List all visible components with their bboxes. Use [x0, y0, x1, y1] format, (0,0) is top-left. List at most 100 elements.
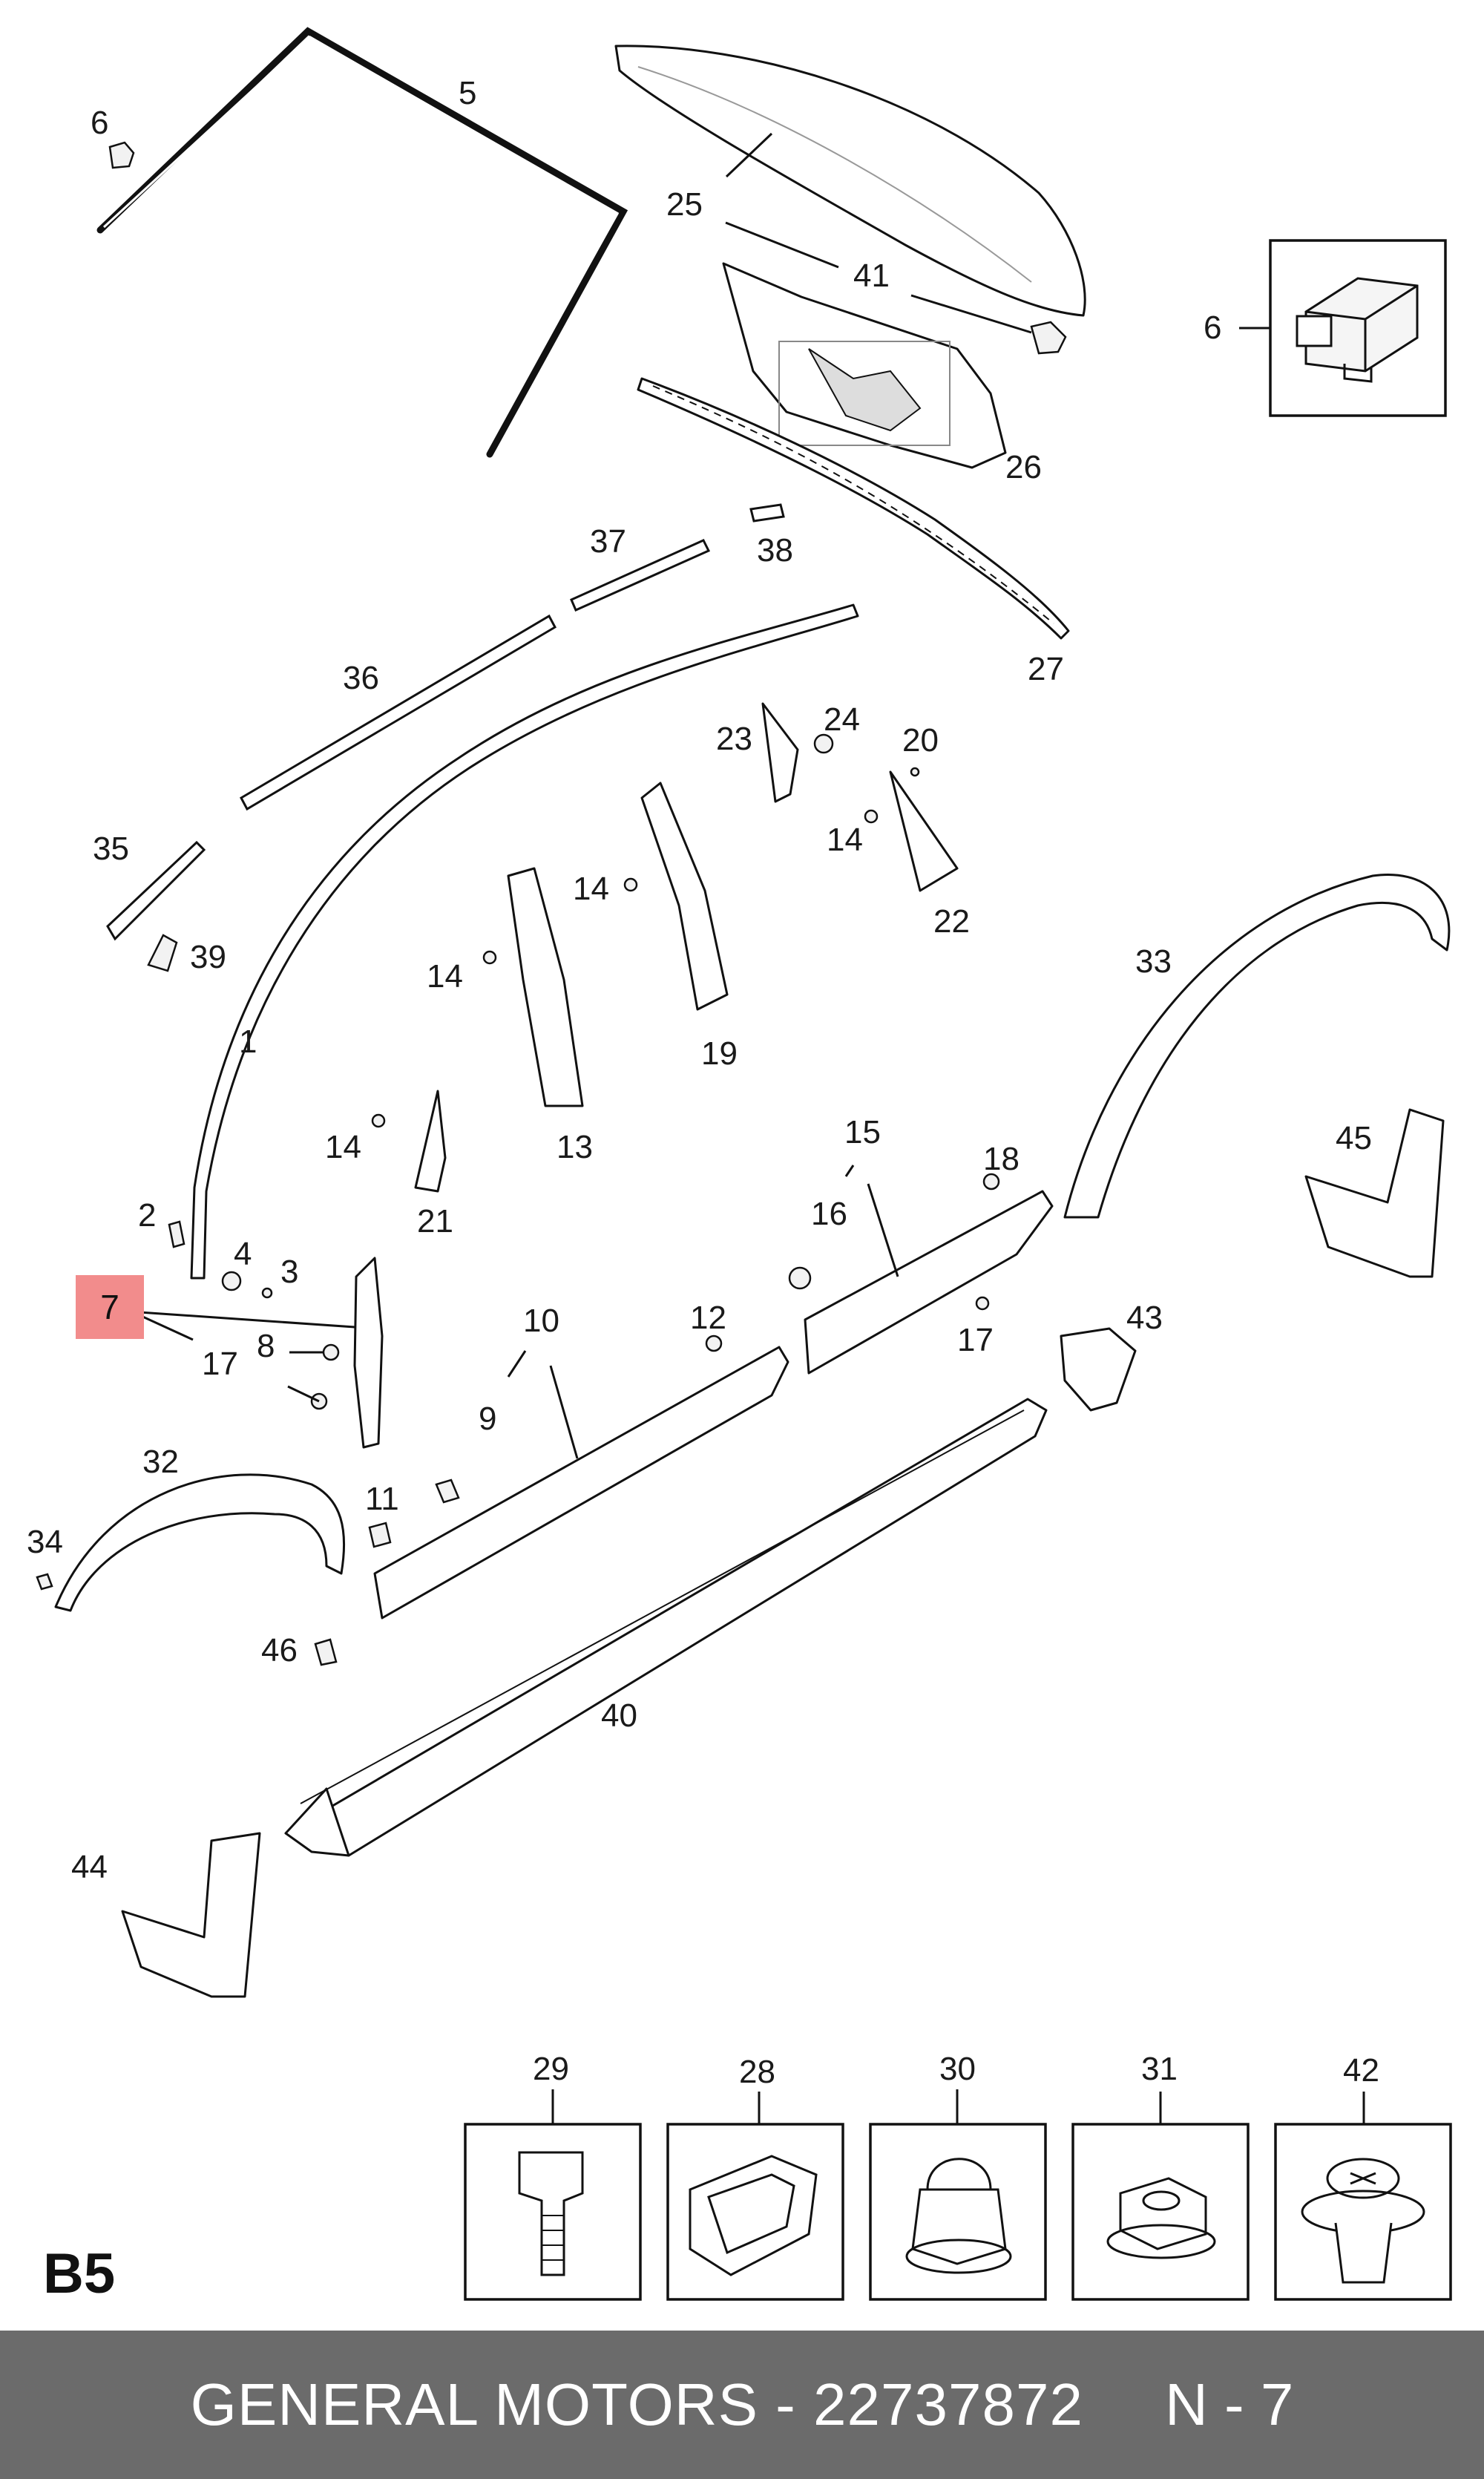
part-6-clip — [108, 141, 135, 169]
part-34-clip — [36, 1573, 53, 1591]
callout-14c: 14 — [427, 958, 463, 995]
callout-16: 16 — [811, 1196, 847, 1232]
part-7-garnish — [353, 1257, 384, 1449]
part-41-clip — [1030, 321, 1067, 355]
part-22-garnish — [889, 770, 959, 892]
part-12-clip — [705, 1335, 723, 1352]
part-39-clip — [147, 934, 178, 972]
part-40-rocker-panel — [284, 1398, 1048, 1857]
part-32-wheel-arch — [54, 1473, 346, 1612]
callout-24: 24 — [824, 701, 860, 738]
callout-37: 37 — [590, 523, 626, 560]
part-10-door-moulding — [373, 1346, 789, 1620]
callout-41: 41 — [853, 258, 890, 294]
callout-2: 2 — [138, 1197, 156, 1234]
footer-page-code: N - 7 — [1164, 2371, 1294, 2437]
callout-25: 25 — [666, 186, 703, 223]
part-25-roof-spoiler — [614, 45, 1086, 317]
part-11-clip — [368, 1522, 392, 1548]
callout-14b: 14 — [573, 871, 609, 907]
callout-34: 34 — [27, 1524, 63, 1560]
callout-17a: 17 — [957, 1322, 994, 1358]
part-19-pillar-garnish — [640, 782, 729, 1011]
callout-8: 8 — [257, 1328, 275, 1364]
part-36-strip — [240, 614, 556, 811]
callout-4: 4 — [234, 1236, 252, 1272]
part-8-clip — [322, 1343, 340, 1361]
callout-38: 38 — [757, 532, 793, 569]
exploded-view-drawing: 6 5 25 41 6 26 37 38 27 36 24 23 20 14 3… — [27, 27, 1452, 2301]
callout-9: 9 — [479, 1401, 496, 1437]
part-23-garnish — [761, 702, 799, 803]
callout-17b: 17 — [202, 1346, 238, 1382]
part-27-moulding — [637, 377, 1070, 640]
callout-13: 13 — [556, 1129, 593, 1165]
callout-1: 1 — [239, 1024, 257, 1060]
part-45-mud-flap — [1304, 1108, 1445, 1278]
part-35-strip — [106, 840, 206, 941]
callout-12: 12 — [690, 1300, 726, 1336]
callout-30: 30 — [939, 2051, 976, 2087]
part-40-end — [284, 1787, 350, 1857]
callout-10: 10 — [523, 1303, 559, 1339]
callout-45: 45 — [1336, 1120, 1372, 1156]
callout-labels: 6 5 25 41 6 26 37 38 27 36 24 23 20 14 3… — [27, 75, 1379, 2090]
footer-bar: GENERAL MOTORS - 22737872 N - 7 — [0, 2331, 1484, 2479]
callout-22: 22 — [933, 903, 970, 940]
part-5-windshield-seal — [96, 27, 628, 458]
callout-28: 28 — [739, 2054, 775, 2090]
part-13-pillar-garnish — [507, 867, 584, 1107]
part-14-screw-d — [371, 1113, 386, 1128]
part-14-screw-a — [482, 950, 497, 965]
callout-11: 11 — [365, 1481, 399, 1517]
callout-32: 32 — [142, 1444, 179, 1480]
callout-19: 19 — [701, 1035, 738, 1072]
highlighted-part-label: 7 — [76, 1275, 144, 1339]
callout-21: 21 — [417, 1203, 453, 1240]
callout-3: 3 — [280, 1254, 298, 1290]
part-2-clip — [168, 1220, 186, 1248]
part-37-strip — [570, 539, 711, 612]
parts-diagram: 6 5 25 41 6 26 37 38 27 36 24 23 20 14 3… — [27, 27, 1452, 2301]
leader-lines — [139, 132, 1365, 2124]
part-43-bracket — [1060, 1327, 1137, 1412]
callout-39: 39 — [190, 939, 226, 975]
part-9-clip — [435, 1478, 460, 1504]
callout-5: 5 — [459, 75, 476, 111]
part-20-clip — [910, 767, 920, 777]
part-21-garnish — [414, 1090, 447, 1193]
callout-18: 18 — [983, 1141, 1020, 1177]
callout-27: 27 — [1028, 651, 1064, 687]
part-14-screw-b — [623, 877, 638, 892]
callout-36: 36 — [343, 660, 379, 696]
part-24-clip — [813, 733, 834, 754]
callout-31: 31 — [1141, 2051, 1178, 2087]
part-1-roof-moulding — [190, 603, 859, 1280]
part-16-clip — [788, 1266, 812, 1290]
callout-44: 44 — [71, 1849, 108, 1885]
part-46-clip — [314, 1638, 338, 1666]
callout-33: 33 — [1135, 943, 1172, 980]
callout-29: 29 — [533, 2051, 569, 2087]
part-26-tailgate-garnish — [722, 262, 1007, 469]
part-18-clip — [982, 1173, 1000, 1191]
part-17-clip-a — [975, 1296, 990, 1311]
callout-40: 40 — [601, 1697, 637, 1734]
part-38-strip — [749, 503, 785, 523]
part-44-mud-flap — [121, 1832, 261, 1998]
part-4-screw — [221, 1271, 242, 1291]
callout-20: 20 — [902, 722, 939, 759]
callout-23: 23 — [716, 721, 752, 757]
callout-14d: 14 — [325, 1129, 361, 1165]
part-14-screw-c — [864, 809, 879, 824]
callout-15: 15 — [844, 1114, 881, 1150]
callout-14a: 14 — [827, 822, 863, 858]
callout-6b: 6 — [1204, 310, 1221, 346]
footer-caption: GENERAL MOTORS - 22737872 — [190, 2371, 1083, 2437]
callout-6a: 6 — [91, 105, 108, 141]
part-3-screw — [261, 1287, 273, 1299]
part-33-wheel-arch — [1063, 874, 1451, 1219]
callout-43: 43 — [1126, 1300, 1163, 1336]
highlighted-part-number: 7 — [100, 1288, 119, 1326]
section-code: B5 — [43, 2242, 116, 2305]
